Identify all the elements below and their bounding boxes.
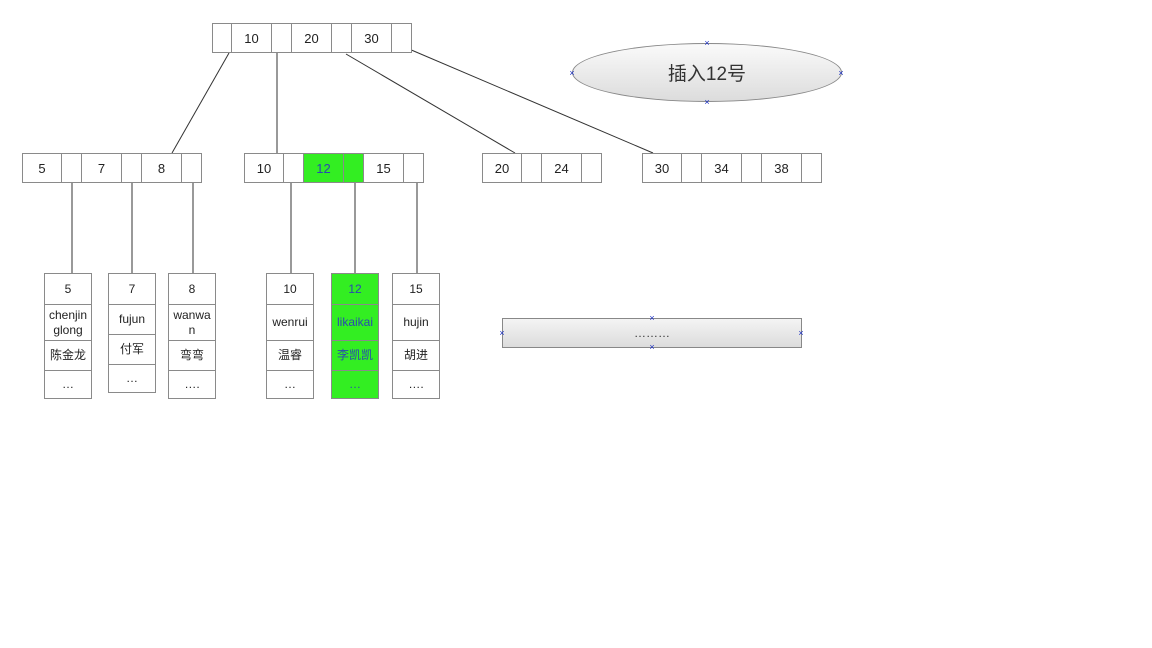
leaf-more: … — [45, 370, 91, 398]
node-pointer — [404, 153, 424, 183]
node-pointer — [522, 153, 542, 183]
node-key: 8 — [142, 153, 182, 183]
leaf-id: 12 — [348, 281, 362, 296]
selection-handle-icon[interactable]: × — [499, 328, 505, 338]
root-pointer-2 — [332, 23, 352, 53]
placeholder-text: ……… — [634, 326, 670, 340]
leaf-more: … — [109, 364, 155, 392]
root-key: 20 — [292, 23, 332, 53]
leaf-record-12-inserted: 12 likaikai 李凯凯 … — [331, 273, 379, 399]
node-key: 24 — [542, 153, 582, 183]
insert-annotation-ellipse[interactable]: 插入12号 — [572, 43, 842, 102]
leaf-more: … — [267, 370, 313, 398]
leaf-name: wanwan — [169, 304, 215, 340]
internal-node-2: 10 12 15 — [244, 153, 424, 183]
node-pointer — [284, 153, 304, 183]
edge-root-to-node-1 — [171, 52, 230, 154]
node-key: 10 — [244, 153, 284, 183]
leaf-id: 15 — [409, 281, 423, 296]
node-pointer — [682, 153, 702, 183]
node-pointer — [742, 153, 762, 183]
internal-node-4: 30 34 38 — [642, 153, 822, 183]
leaf-record-15: 15 hujin 胡进 …. — [392, 273, 440, 399]
insert-annotation-text: 插入12号 — [667, 64, 747, 85]
leaf-name: hujin — [393, 304, 439, 340]
root-pointer-1 — [272, 23, 292, 53]
edge-root-to-node-3 — [345, 53, 516, 154]
selection-handle-icon[interactable]: × — [704, 38, 710, 48]
inserted-key-highlight: 12 — [304, 153, 344, 183]
leaf-more: …. — [393, 370, 439, 398]
leaf-id: 5 — [64, 281, 72, 296]
leaf-more: … — [332, 370, 378, 398]
node-key: 34 — [702, 153, 742, 183]
leaf-chinese-name: 付军 — [109, 334, 155, 364]
root-pointer-0 — [212, 23, 232, 53]
node-pointer — [582, 153, 602, 183]
leaf-record-10: 10 wenrui 温睿 … — [266, 273, 314, 399]
node-key: 7 — [82, 153, 122, 183]
selection-handle-icon[interactable]: × — [838, 68, 844, 78]
selection-handle-icon[interactable]: × — [649, 313, 655, 323]
node-key: 30 — [642, 153, 682, 183]
node-key: 5 — [22, 153, 62, 183]
leaf-more: …. — [169, 370, 215, 398]
leaf-record-7: 7 fujun 付军 … — [108, 273, 156, 393]
leaf-chinese-name: 温睿 — [267, 340, 313, 370]
node-key: 38 — [762, 153, 802, 183]
leaf-name: likaikai — [332, 304, 378, 340]
internal-node-3: 20 24 — [482, 153, 602, 183]
node-key: 20 — [482, 153, 522, 183]
node-pointer — [122, 153, 142, 183]
leaf-chinese-name: 李凯凯 — [332, 340, 378, 370]
leaf-id: 7 — [128, 281, 136, 296]
edge-root-to-node-4 — [408, 48, 654, 154]
leaf-record-5: 5 chenjinglong 陈金龙 … — [44, 273, 92, 399]
selection-handle-icon[interactable]: × — [704, 97, 710, 107]
node-key: 15 — [364, 153, 404, 183]
leaf-chinese-name: 弯弯 — [169, 340, 215, 370]
root-key: 10 — [232, 23, 272, 53]
leaf-chinese-name: 陈金龙 — [45, 340, 91, 370]
inserted-pointer-highlight — [344, 153, 364, 183]
leaf-name: wenrui — [267, 304, 313, 340]
node-pointer — [182, 153, 202, 183]
leaf-name: chenjinglong — [45, 304, 91, 340]
root-pointer-3 — [392, 23, 412, 53]
node-pointer — [802, 153, 822, 183]
leaf-id: 10 — [283, 281, 297, 296]
selection-handle-icon[interactable]: × — [649, 342, 655, 352]
placeholder-rectangle[interactable]: ……… — [502, 318, 802, 348]
root-node: 10 20 30 — [212, 23, 412, 53]
internal-node-1: 5 7 8 — [22, 153, 202, 183]
leaf-chinese-name: 胡进 — [393, 340, 439, 370]
leaf-record-8: 8 wanwan 弯弯 …. — [168, 273, 216, 399]
leaf-name: fujun — [109, 304, 155, 334]
root-key: 30 — [352, 23, 392, 53]
selection-handle-icon[interactable]: × — [798, 328, 804, 338]
selection-handle-icon[interactable]: × — [569, 68, 575, 78]
node-pointer — [62, 153, 82, 183]
leaf-id: 8 — [188, 281, 196, 296]
